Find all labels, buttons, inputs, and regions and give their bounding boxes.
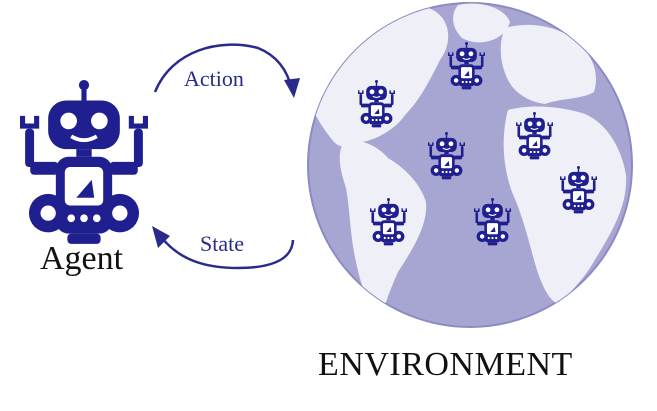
state-label: State <box>200 231 244 256</box>
action-arrow <box>153 43 300 98</box>
environment-label: ENVIRONMENT <box>318 346 573 383</box>
robot-icon <box>18 78 150 246</box>
state-arrow <box>152 226 295 270</box>
arrow-icon <box>284 78 300 98</box>
agent-label: Agent <box>40 240 124 277</box>
action-label: Action <box>184 66 244 91</box>
agent-robot <box>18 78 150 246</box>
arrow-icon <box>152 226 170 248</box>
